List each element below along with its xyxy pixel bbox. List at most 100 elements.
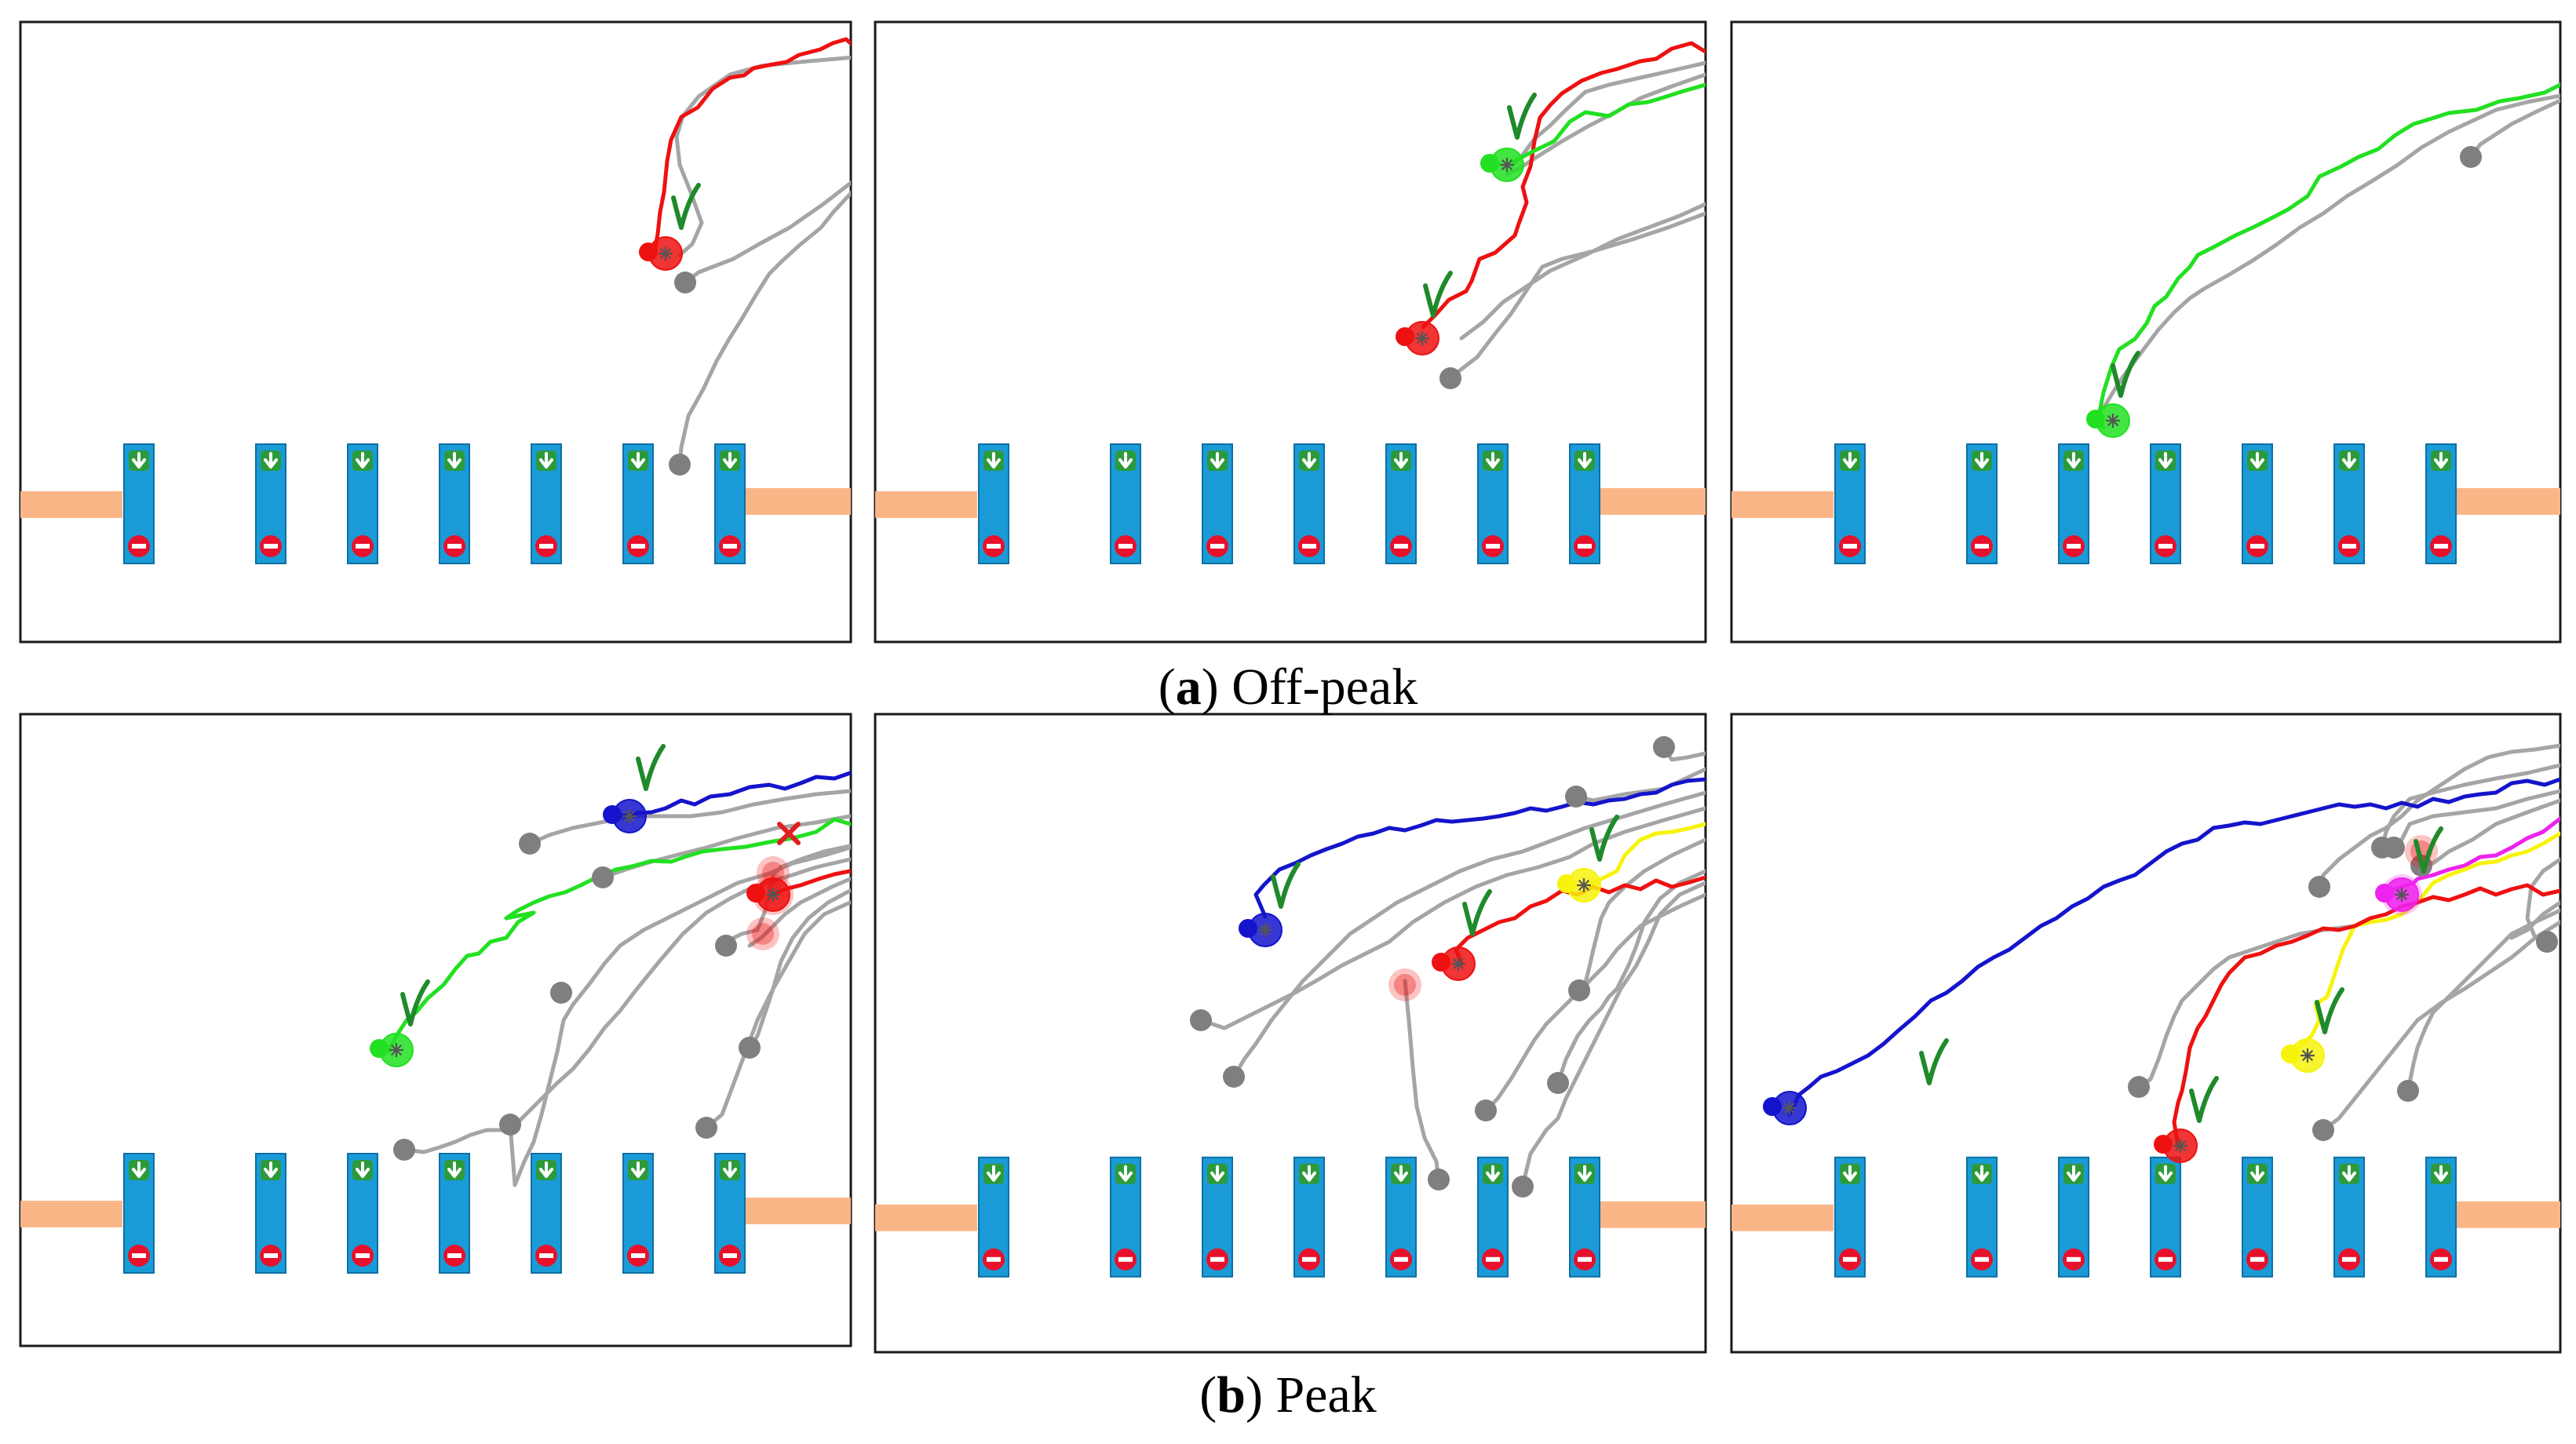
trajectory-other — [1520, 881, 1706, 1189]
panel-a2 — [874, 20, 1707, 644]
arrow-down-icon — [1207, 1163, 1228, 1184]
no-entry-icon — [2063, 535, 2085, 557]
arrow-down-icon — [352, 1160, 373, 1180]
wall-right — [731, 488, 851, 515]
panel-content — [875, 41, 1706, 564]
arrow-down-icon — [1972, 450, 1992, 471]
trajectory-green — [1501, 82, 1706, 170]
asterisk-icon — [1451, 957, 1465, 971]
check-mark-icon — [1919, 1038, 1949, 1085]
panel-b2 — [874, 713, 1707, 1354]
arrow-down-icon — [129, 1160, 149, 1180]
trajectory-other — [2136, 924, 2357, 1089]
caption-a-text: Off-peak — [1231, 658, 1418, 716]
no-entry-icon — [352, 535, 374, 557]
caption-a-label: a — [1175, 658, 1202, 716]
no-entry-icon — [260, 535, 282, 557]
wall-left — [20, 1201, 122, 1227]
panel-frame — [874, 713, 1707, 1354]
asterisk-icon — [622, 809, 637, 823]
asterisk-icon — [659, 246, 673, 261]
pedestrian-node — [2308, 876, 2330, 898]
arrow-down-icon — [720, 450, 740, 471]
pedestrian-node — [2397, 1080, 2419, 1102]
wall-left — [1731, 1204, 1833, 1231]
arrow-down-icon — [1115, 450, 1136, 471]
caption-a: (a) Off-peak — [1158, 658, 1418, 716]
no-entry-icon — [2155, 1248, 2176, 1271]
trajectory-other — [2321, 920, 2560, 1132]
arrow-down-icon — [1391, 1163, 1411, 1184]
pedestrian-node — [1223, 1066, 1245, 1088]
arrow-down-icon — [2339, 1163, 2359, 1184]
trajectory-other — [677, 190, 851, 467]
agent-green — [1480, 148, 1524, 182]
arrow-down-icon — [2247, 1163, 2268, 1184]
no-entry-icon — [1482, 1248, 1504, 1271]
no-entry-icon — [535, 1245, 557, 1267]
no-entry-icon — [1115, 1248, 1137, 1271]
check-mark-icon — [1589, 815, 1619, 862]
pedestrian-node — [499, 1114, 521, 1136]
arrow-down-icon — [1299, 1163, 1319, 1184]
no-entry-icon — [1971, 1248, 1993, 1271]
caption-b-text: Peak — [1275, 1366, 1377, 1424]
check-mark-icon — [400, 979, 430, 1026]
arrow-down-icon — [983, 1163, 1004, 1184]
panel-b3 — [1730, 713, 2562, 1354]
arrow-down-icon — [628, 450, 648, 471]
trajectory-other — [2406, 908, 2560, 1093]
pedestrian-node — [1439, 367, 1461, 389]
trajectory-other — [2380, 763, 2560, 850]
no-entry-icon — [719, 535, 741, 557]
no-entry-icon — [2246, 535, 2268, 557]
arrow-down-icon — [261, 1160, 281, 1180]
trajectory-other — [704, 900, 851, 1130]
trajectory-red — [2172, 883, 2560, 1148]
arrow-down-icon — [129, 450, 149, 471]
no-entry-icon — [2338, 1248, 2360, 1271]
trajectory-blue — [618, 771, 851, 819]
wall-right — [2442, 488, 2560, 515]
trajectory-other — [747, 877, 851, 948]
wall-right — [1585, 488, 1706, 515]
wall-right — [1585, 1201, 1706, 1228]
arrow-down-icon — [2063, 450, 2084, 471]
agent-blue — [1239, 913, 1283, 947]
asterisk-icon — [2301, 1048, 2315, 1063]
arrow-down-icon — [1391, 450, 1411, 471]
cross-mark-icon — [777, 822, 801, 845]
no-entry-icon — [2338, 535, 2360, 557]
no-entry-icon — [1206, 535, 1228, 557]
pedestrian-node — [1475, 1099, 1497, 1121]
no-entry-icon — [2155, 535, 2176, 557]
trajectory-other — [2101, 93, 2560, 410]
trajectory-other — [1403, 979, 1441, 1182]
check-mark-icon — [1462, 889, 1492, 936]
arrow-down-icon — [1840, 450, 1860, 471]
pedestrian-node — [1512, 1176, 1534, 1198]
no-entry-icon — [1574, 1248, 1596, 1271]
no-entry-icon — [719, 1245, 741, 1267]
asterisk-icon — [2395, 888, 2409, 902]
pedestrian-node — [592, 866, 614, 888]
panel-content — [1731, 82, 2560, 564]
panel-frame — [1730, 20, 2562, 644]
pedestrian-node — [2383, 837, 2405, 859]
pedestrian-node — [1568, 979, 1590, 1001]
agent-yellow — [2281, 1038, 2325, 1073]
agent-green — [2086, 403, 2130, 438]
trajectory-yellow — [1585, 822, 1706, 888]
trajectory-green — [2093, 82, 2560, 430]
no-entry-icon — [1298, 1248, 1320, 1271]
no-entry-icon — [1839, 1248, 1861, 1271]
no-entry-icon — [2063, 1248, 2085, 1271]
panel-b1 — [19, 713, 852, 1347]
no-entry-icon — [1574, 535, 1596, 557]
no-entry-icon — [983, 535, 1005, 557]
no-entry-icon — [443, 1245, 465, 1267]
arrow-down-icon — [720, 1160, 740, 1180]
check-mark-icon — [2111, 351, 2140, 398]
trajectory-other — [747, 888, 851, 1050]
no-entry-icon — [128, 535, 150, 557]
